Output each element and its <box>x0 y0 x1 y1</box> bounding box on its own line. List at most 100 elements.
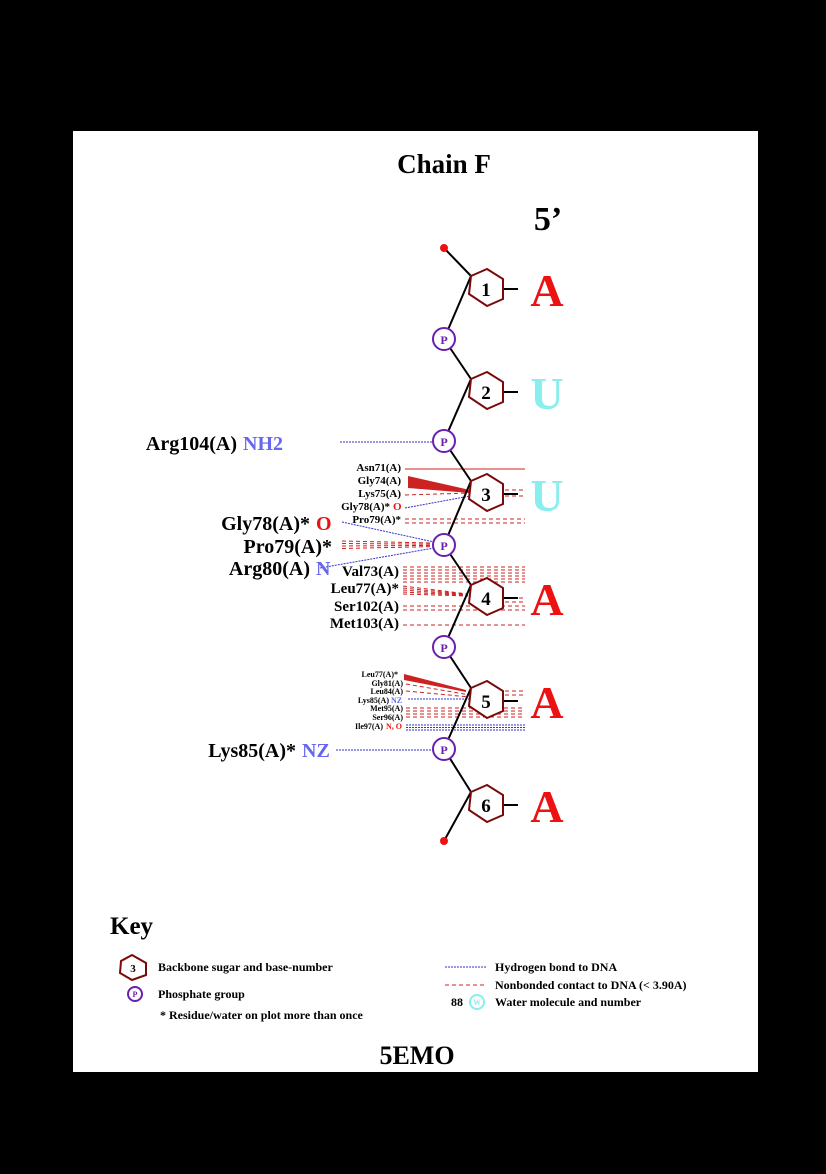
residue-label: Asn71(A) <box>356 462 401 474</box>
key-water-desc: Water molecule and number <box>495 995 642 1009</box>
residue-label: Ser96(A) <box>372 713 403 722</box>
chain-title: Chain F <box>397 149 491 179</box>
key-phosphate-desc: Phosphate group <box>158 987 245 1001</box>
residue-label: Leu84(A) <box>371 687 404 696</box>
hbond-line <box>341 521 435 543</box>
sugar-pentagon-icon <box>467 267 504 308</box>
residue-label: Gly74(A) <box>358 475 402 487</box>
hbond-line <box>404 495 471 509</box>
contact-lines <box>319 441 525 751</box>
five-prime-label: 5’ <box>534 201 562 238</box>
residue-label: Lys85(A)* <box>208 740 296 762</box>
phosphate-circle-icon <box>432 737 456 761</box>
phosphate-2: P <box>432 429 456 453</box>
backbone-segment <box>443 791 472 842</box>
nonbonded-line <box>402 585 469 595</box>
terminal-atom-dot <box>440 837 448 845</box>
phosphate-label: P <box>440 641 447 655</box>
key-title: Key <box>110 913 154 940</box>
sugar-pentagon-icon <box>118 953 147 982</box>
base-letter: U <box>530 368 563 419</box>
residue-label: Ile97(A) <box>355 722 383 731</box>
phosphate-circle-icon <box>432 327 456 351</box>
residue-label: Leu77(A)* <box>362 670 398 679</box>
phosphate-circle-icon <box>432 635 456 659</box>
phosphate-label: P <box>440 333 447 347</box>
sugar-pentagon-icon <box>467 576 504 617</box>
residue-label: Arg80(A) <box>229 558 310 580</box>
nonbonded-line <box>402 591 469 596</box>
nucleotide-number: 5 <box>481 692 491 713</box>
nucleotide-number: 1 <box>481 280 491 301</box>
nonbonded-line <box>404 492 471 496</box>
sugar-pentagon-icon <box>467 370 504 411</box>
residue-label: Gly78(A)* <box>341 501 390 513</box>
residue-label: Val73(A) <box>342 564 399 580</box>
water-circle-icon <box>469 994 485 1010</box>
nucleotide-number: 4 <box>481 589 491 610</box>
terminal-atom-dot <box>440 244 448 252</box>
nonbonded-line <box>341 540 433 544</box>
key-repeat-desc: * Residue/water on plot more than once <box>160 1008 364 1022</box>
phosphate-circle-icon <box>127 986 143 1002</box>
phosphate-3: P <box>432 533 456 557</box>
residue-label: Met95(A) <box>370 704 403 713</box>
phosphate-circle-icon <box>432 533 456 557</box>
phosphate-label: P <box>440 743 447 757</box>
nonbonded-line <box>341 543 433 545</box>
phosphate-label: P <box>440 435 447 449</box>
residue-label: Gly81(A) <box>371 679 403 688</box>
atom-label: NZ <box>302 740 330 762</box>
nonbonded-line <box>402 587 469 595</box>
phosphate-label: P <box>440 539 447 553</box>
hbond-line <box>319 547 435 569</box>
nucleotide-6: 6 A <box>467 781 564 832</box>
nucleotide-1: 1 A <box>467 265 564 316</box>
atom-label: N <box>316 558 331 580</box>
nucleotide-number: 2 <box>481 383 491 404</box>
nonbonded-line <box>405 683 471 696</box>
nonbonded-wedge <box>408 476 470 493</box>
key-water-number: 88 <box>451 995 463 1009</box>
base-letter: A <box>530 677 563 728</box>
key-sugar-desc: Backbone sugar and base-number <box>158 960 333 974</box>
nucleotide-4: 4 A <box>467 574 564 625</box>
base-letter: A <box>530 265 563 316</box>
nonbonded-wedge <box>404 674 466 692</box>
nonbonded-line <box>402 593 469 597</box>
key-nonbonded-desc: Nonbonded contact to DNA (< 3.90A) <box>495 978 687 992</box>
sugar-pentagon-icon <box>467 783 504 824</box>
pdb-code: 5EMO <box>379 1041 454 1070</box>
base-letter: U <box>530 470 563 521</box>
backbone-segment <box>443 247 472 277</box>
atom-label: NZ <box>391 696 402 705</box>
nucleotide-5: 5 A <box>467 677 564 728</box>
sugar-pentagon-icon <box>467 472 504 513</box>
base-letter: A <box>530 781 563 832</box>
residue-label: Lys85(A) <box>358 696 389 705</box>
residue-label: Lys75(A) <box>358 488 401 500</box>
atom-label: N, O <box>386 722 402 731</box>
residue-label: Pro79(A)* <box>352 514 401 526</box>
base-letter: A <box>530 574 563 625</box>
phosphate-5: P <box>432 737 456 761</box>
nonbonded-line <box>341 546 433 549</box>
plot-panel <box>73 131 758 1072</box>
key-water-symbol: W <box>473 998 481 1007</box>
residue-label: Arg104(A)NH2 <box>146 433 283 455</box>
atom-label: O <box>393 501 402 513</box>
atom-label: O <box>316 513 332 535</box>
nucleotide-3: 3 U <box>467 470 564 521</box>
phosphate-1: P <box>432 327 456 351</box>
residue-label: Gly78(A)* <box>221 513 310 535</box>
nonbonded-line <box>405 690 471 698</box>
nucleotide-2: 2 U <box>467 368 564 419</box>
key-legend: Key 3 Backbone sugar and base-number P P… <box>110 913 687 1022</box>
nucleotide-number: 3 <box>481 485 491 506</box>
nonbonded-line <box>341 544 433 547</box>
phosphate-circle-icon <box>432 429 456 453</box>
key-hbond-desc: Hydrogen bond to DNA <box>495 960 617 974</box>
phosphate-4: P <box>432 635 456 659</box>
